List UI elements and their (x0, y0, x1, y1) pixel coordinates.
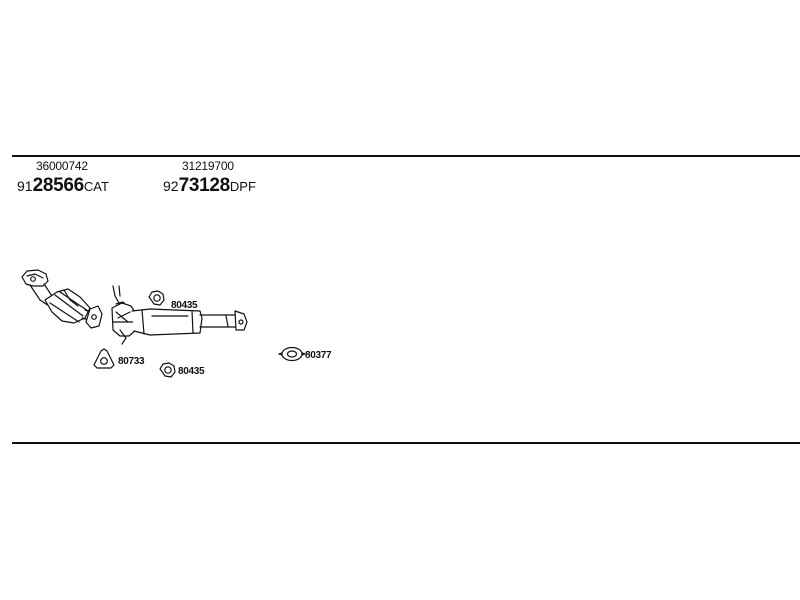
part-cat: 36000742 9128566CAT (17, 160, 109, 195)
callout-label: 80435 (171, 300, 198, 311)
part-dpf: 31219700 9273128DPF (163, 160, 256, 195)
part-number-main: 28566 (32, 175, 85, 196)
part-number-prefix: 91 (17, 178, 33, 194)
part-type: DPF (229, 179, 256, 194)
bottom-divider (12, 442, 800, 444)
part-number-main: 73128 (178, 175, 231, 196)
callout-label: 80435 (178, 366, 205, 377)
oem-number: 31219700 (182, 159, 234, 173)
oval-gasket-icon (278, 346, 306, 362)
catalytic-converter-icon (21, 269, 103, 329)
part-number-prefix: 92 (163, 178, 179, 194)
gasket-icon (159, 362, 176, 378)
diesel-particulate-filter-icon (111, 285, 248, 345)
oem-number: 36000742 (36, 159, 88, 173)
gasket-icon (148, 290, 165, 306)
part-number: 9273128DPF (163, 176, 256, 195)
callout-label: 80377 (305, 350, 332, 361)
part-type: CAT (83, 179, 109, 194)
part-number: 9128566CAT (17, 176, 109, 195)
top-divider (12, 155, 800, 157)
triangular-gasket-icon (93, 348, 115, 369)
callout-label: 80733 (118, 356, 145, 367)
